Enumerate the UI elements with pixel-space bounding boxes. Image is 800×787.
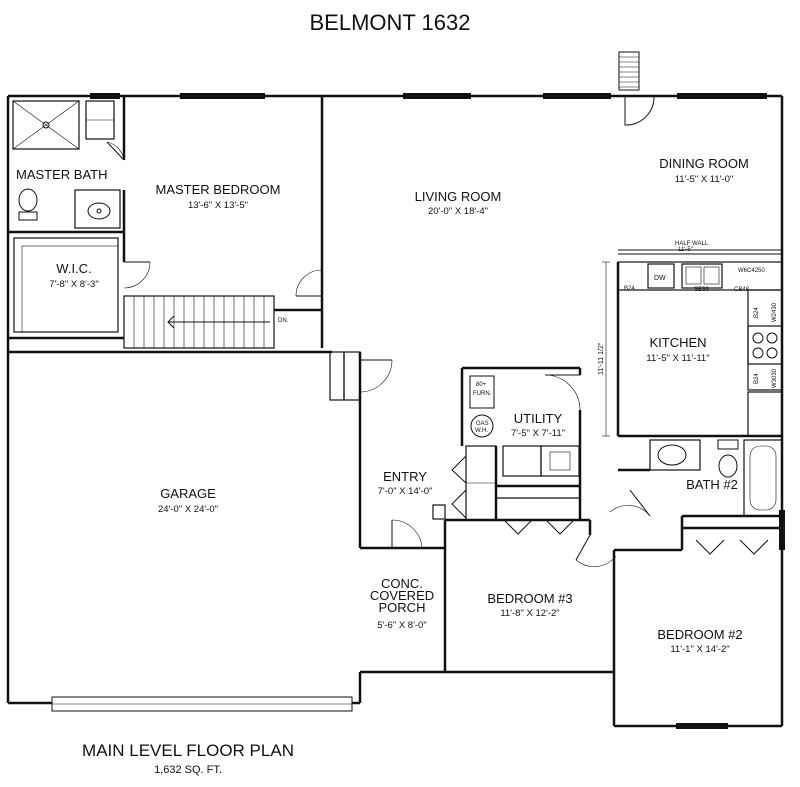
living-room-name: LIVING ROOM [415, 189, 502, 204]
master-bath-fixtures [12, 100, 125, 229]
cabinet-sb36: SB36 [694, 287, 709, 293]
cabinet-cb48: CB48 [734, 287, 750, 293]
master-bedroom-dims: 13'-6" X 13'-5" [188, 200, 248, 211]
entry-closets [451, 445, 497, 521]
bedroom2-dims: 11'-1" X 14'-2" [670, 644, 729, 655]
plan-title: BELMONT 1632 [309, 10, 470, 35]
wic-name: W.I.C. [56, 261, 91, 276]
cabinet-b24-1: B24 [624, 286, 635, 292]
half-wall-dim: 11'-5" [678, 247, 693, 253]
bedroom2-name: BEDROOM #2 [657, 627, 742, 642]
dining-room-name: DINING ROOM [659, 156, 749, 171]
stairs-down-label: DN. [278, 318, 289, 324]
stairs [123, 295, 324, 349]
bath2-fixtures [618, 439, 783, 518]
furnace-label-2: FURN. [473, 391, 492, 397]
garage-name: GARAGE [160, 486, 216, 501]
footer-area: 1,632 SQ. FT. [154, 764, 222, 776]
cabinet-b24-3: B24 [754, 373, 760, 384]
bedroom3-dims: 11'-8" X 12'-2" [500, 608, 559, 619]
half-wall-label: HALF WALL [675, 241, 709, 247]
porch-name-2: COVERED [370, 588, 434, 603]
utility-room [460, 366, 582, 520]
master-bath-name: MASTER BATH [16, 167, 108, 182]
entry-name: ENTRY [383, 469, 427, 484]
footer-heading: MAIN LEVEL FLOOR PLAN [82, 741, 294, 760]
bath2-name: BATH #2 [686, 477, 738, 492]
windows [90, 93, 785, 729]
garage-walls [8, 350, 393, 712]
master-bedroom-name: MASTER BEDROOM [156, 182, 281, 197]
cabinet-w2430: W2430 [772, 302, 778, 322]
porch-dims: 5'-6" X 8'-0" [377, 620, 426, 631]
water-heater-label-2: W.H. [475, 428, 488, 434]
entry-dims: 7'-0" X 14'-0" [378, 486, 433, 497]
kitchen-name: KITCHEN [649, 335, 706, 350]
chimney [618, 51, 655, 126]
kitchen-vertical-dim: 11'-11 1/2" [598, 342, 605, 375]
garage-dims: 24'-0" X 24'-0" [158, 504, 218, 515]
wic-dims: 7'-8" X 8'-3" [49, 279, 98, 290]
cabinet-w3030: W3030 [772, 368, 778, 388]
dishwasher-label: DW [654, 275, 666, 282]
water-heater-label-1: GAS [476, 421, 489, 427]
kitchen [602, 249, 783, 438]
cabinet-b24-2: B24 [754, 307, 760, 318]
bedroom2-closet [612, 516, 782, 672]
utility-name: UTILITY [514, 411, 563, 426]
entry-walls [360, 504, 447, 672]
furnace-label-1: 80+ [476, 382, 487, 388]
porch-name-1: CONC. [381, 576, 423, 591]
walk-in-closet [8, 232, 151, 340]
bedroom3-closet [445, 518, 592, 535]
kitchen-dims: 11'-5" X 11'-11" [646, 353, 709, 364]
porch-name-3: PORCH [379, 600, 426, 615]
living-room-dims: 20'-0" X 18'-4" [428, 206, 488, 217]
cabinet-w6c4250: W6C4250 [738, 268, 765, 274]
dining-room-dims: 11'-5" X 11'-0" [675, 174, 734, 185]
bedroom3-name: BEDROOM #3 [487, 591, 572, 606]
utility-dims: 7'-5" X 7'-11" [511, 428, 565, 439]
hall-doors [575, 489, 651, 567]
